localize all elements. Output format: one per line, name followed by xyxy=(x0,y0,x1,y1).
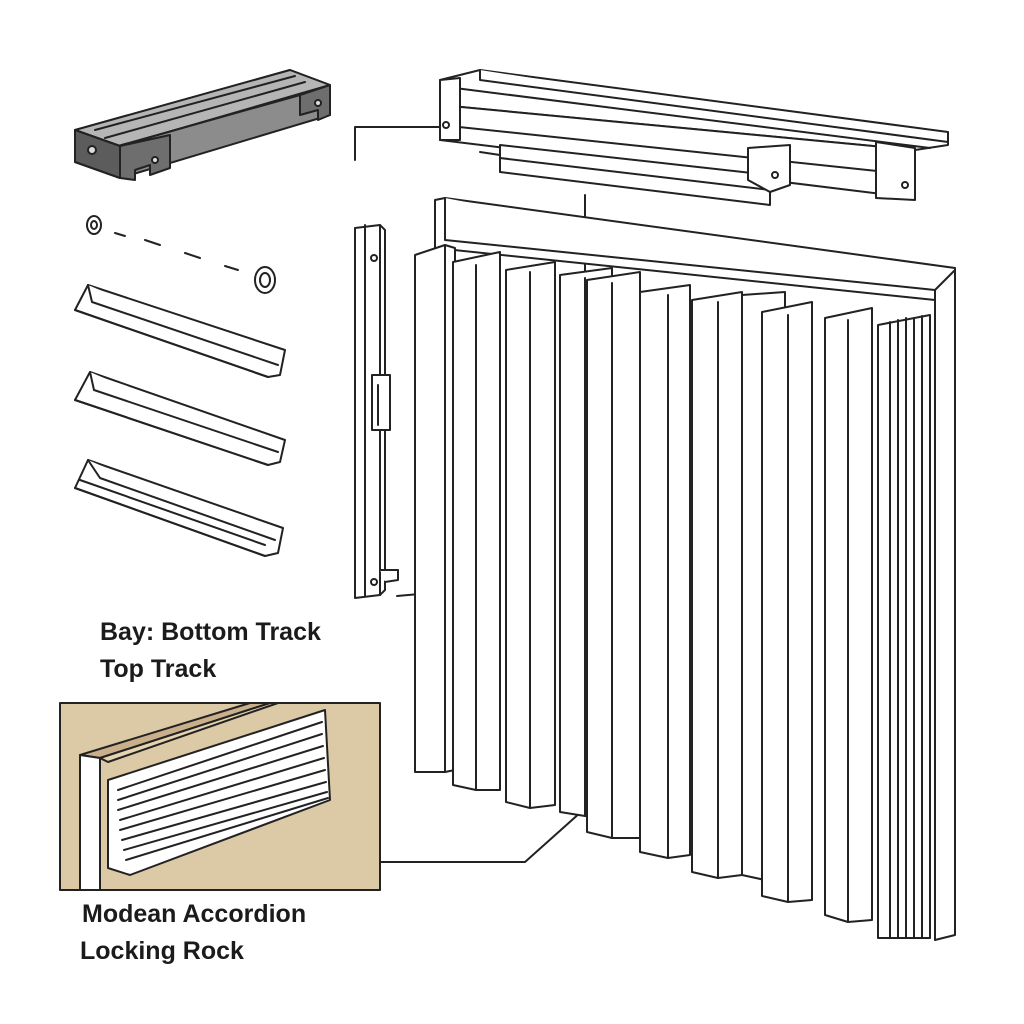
accordion-panels xyxy=(414,244,931,939)
jamb-post-icon xyxy=(354,224,399,599)
locking-detail-inset xyxy=(59,702,381,891)
modean-accordion-label: Modean Accordion xyxy=(82,900,307,928)
aluminum-rail-icon xyxy=(74,69,331,181)
top-track xyxy=(439,69,949,206)
locking-rock-label: Locking Rock xyxy=(80,937,244,965)
washer-icon xyxy=(86,215,276,294)
top-track-label: Top Track xyxy=(100,655,217,683)
door-frame xyxy=(434,197,956,941)
channel-strip-icon xyxy=(74,284,286,557)
bay-bottom-track-label: Bay: Bottom Track xyxy=(100,618,321,646)
